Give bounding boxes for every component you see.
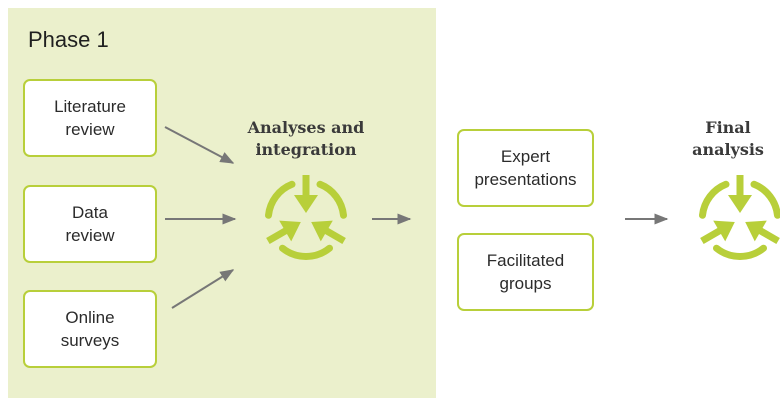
final-analysis-label: Final analysis [692,118,764,159]
data-review-box: Data review [23,185,157,263]
online-surveys-box: Online surveys [23,290,157,368]
facilitated-groups-box: Facilitated groups [457,233,594,311]
final-converge-icon [699,175,780,260]
integration-label: Analyses and integration [247,118,365,159]
phase-title: Phase 1 [28,27,109,52]
converge-icon [265,175,347,260]
expert-presentations-box: Expert presentations [457,129,594,207]
arrow-literature-to-integration [164,126,235,164]
arrow-surveys-to-integration [171,269,235,309]
literature-review-box: Literature review [23,79,157,157]
